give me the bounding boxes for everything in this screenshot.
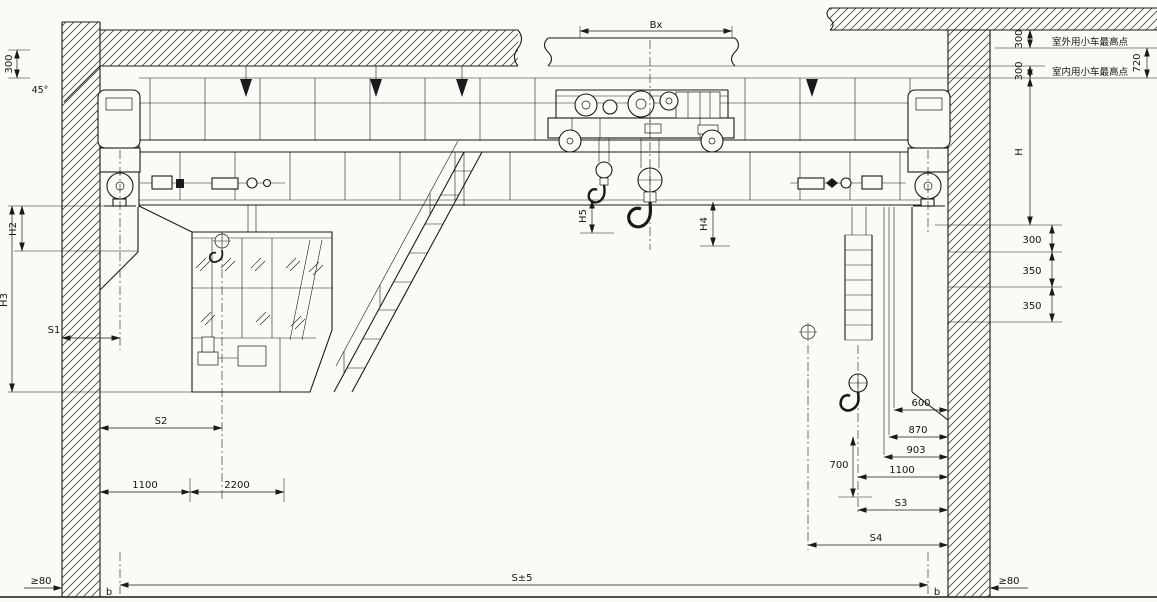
dim-903-label: 903: [906, 445, 925, 456]
dim-h2-label: H2: [8, 222, 19, 236]
left-wall-hatch: [62, 22, 100, 597]
dim-ge80-right-label: ≥80: [998, 576, 1019, 587]
note-outdoor-trolley: 室外用小车最高点: [1052, 36, 1129, 48]
cab-body: [191, 231, 333, 393]
roof-tie-pennant: [370, 79, 382, 97]
indoor-roof-hatch: [100, 30, 518, 66]
dim-700-label: 700: [829, 460, 848, 471]
drive-shaft-right: [790, 175, 906, 190]
dim-h-label: H: [1014, 148, 1025, 156]
trolley: [547, 89, 735, 229]
dimension-lines: [8, 26, 1157, 591]
dim-b-left-label: b: [106, 587, 112, 598]
dim-left-roof-300-label: 300: [4, 54, 15, 73]
right-wall-hatch: [948, 30, 990, 597]
roof-tie-pennant: [806, 79, 818, 97]
dim-870-label: 870: [908, 425, 927, 436]
outdoor-roof-hatch: [830, 8, 1157, 30]
roof-break-line: [513, 29, 523, 67]
dim-ge80-left-label: ≥80: [30, 576, 51, 587]
glazing-marks: [195, 257, 324, 330]
dim-b-right-label: b: [934, 587, 940, 598]
dim-1100-right-label: 1100: [889, 465, 914, 476]
end-trucks: [97, 89, 951, 421]
dim-step-350a-label: 350: [1022, 266, 1041, 277]
roof-45-chamfer: [63, 65, 101, 103]
band-break-right: [730, 37, 740, 67]
roof-angle-label: 45°: [32, 85, 49, 96]
roof-break-line: [826, 7, 834, 31]
girder-stiffeners: [179, 152, 901, 200]
dim-s1-label: S1: [48, 325, 61, 336]
operator-cab: [138, 205, 333, 393]
stair-handrail: [335, 140, 459, 367]
hoist-gearbox: [675, 91, 721, 119]
dim-h5-label: H5: [578, 209, 589, 223]
band-break-left: [543, 37, 553, 67]
left-corbel: [99, 251, 139, 291]
cab-seat: [197, 351, 219, 366]
dim-2200-label: 2200: [224, 480, 249, 491]
dim-indoor-clearance-label: 300: [1014, 61, 1025, 80]
dim-600-label: 600: [911, 398, 930, 409]
dim-bx-label: Bx: [650, 20, 663, 31]
cab-console: [237, 345, 267, 367]
dim-1100-left-label: 1100: [132, 480, 157, 491]
dim-h3-label: H3: [0, 293, 10, 307]
left-rail: [112, 198, 127, 207]
dimension-labels: Bx 300 45° H2 H3 S1 H5 H4 300 300 室外用小车最…: [0, 20, 1143, 598]
roof-tie-pennant: [240, 79, 252, 97]
access-stairs: [333, 140, 483, 393]
right-corbel-haunch: [911, 391, 949, 421]
dim-span-label: S±5: [511, 573, 532, 584]
dim-step-300-label: 300: [1022, 235, 1041, 246]
note-indoor-trolley: 室内用小车最高点: [1052, 66, 1129, 78]
dim-outdoor-clearance-label: 300: [1014, 29, 1025, 48]
dim-h4-label: H4: [699, 217, 710, 231]
right-rail: [920, 198, 935, 207]
roof-tie-pennant: [456, 79, 468, 97]
dim-s3-label: S3: [895, 498, 908, 509]
dim-step-350b-label: 350: [1022, 301, 1041, 312]
building-structure: [0, 7, 1157, 598]
aux-hook-pulley: [595, 161, 613, 179]
drive-shaft-left: [140, 175, 285, 190]
dim-s2-label: S2: [155, 416, 168, 427]
dim-720-label: 720: [1132, 53, 1143, 72]
dim-s4-label: S4: [870, 533, 883, 544]
